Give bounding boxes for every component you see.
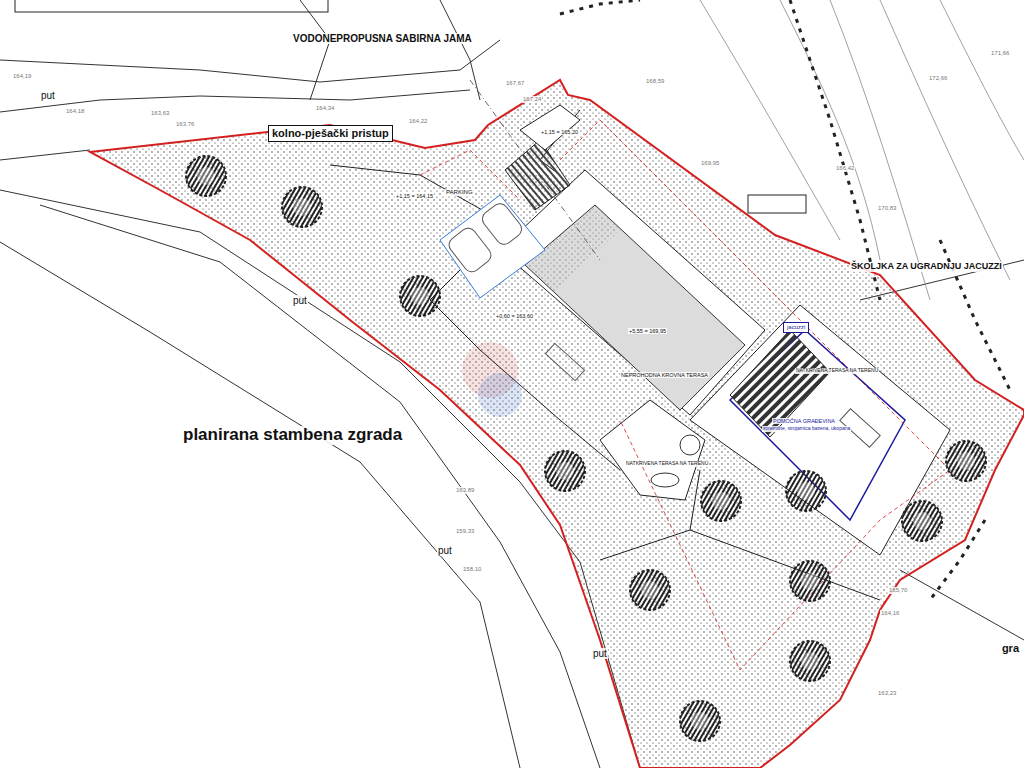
jacuzzi-box: jacuzzi xyxy=(783,322,809,333)
elevation-label: 167,67 xyxy=(505,80,525,87)
access-label-box: kolno-pješački pristup xyxy=(268,125,393,142)
elevation-label: 164,22 xyxy=(408,118,428,125)
elevation-label: 172,66 xyxy=(928,75,948,82)
elevation-label: 169,95 xyxy=(700,160,720,167)
elevation-label: 170,83 xyxy=(877,205,897,212)
plan-label: planirana stambena zgrada xyxy=(182,426,403,445)
elevation-label: 164,34 xyxy=(315,105,335,112)
elevation-label: 166,42 xyxy=(835,165,855,172)
plan-label: POMOĆNA GRAĐEVINA xyxy=(772,418,836,424)
plan-label: gra xyxy=(1001,642,1020,654)
plan-label: put xyxy=(292,295,308,306)
plan-label: +0,60 = 163,60 xyxy=(495,313,534,319)
elevation-label: 171,66 xyxy=(990,50,1010,57)
elevation-label: 164,19 xyxy=(12,73,32,80)
elevation-label: 159,33 xyxy=(455,528,475,535)
elevation-label: 167,24 xyxy=(522,96,542,103)
elevation-label: 164,18 xyxy=(65,108,85,115)
plan-label: +5,55 = 169,95 xyxy=(628,328,667,334)
box-text: jacuzzi xyxy=(787,324,805,331)
elevation-label: 163,23 xyxy=(877,690,897,697)
elevation-label: 163,76 xyxy=(175,121,195,128)
plan-label: ŠKOLJKA ZA UGRADNJU JACUZZI xyxy=(850,262,1003,272)
plan-label: put xyxy=(592,648,608,659)
plan-label: NEPROHODNA KROVNA TERASA xyxy=(620,372,709,378)
elevation-label: 168,59 xyxy=(645,78,665,85)
plan-label: PARKING xyxy=(445,189,474,196)
plan-label: +1,15 = 164,15 xyxy=(395,193,434,199)
box-text: kolno-pješački pristup xyxy=(272,127,389,140)
elevation-label: 163,63 xyxy=(150,110,170,117)
elevation-label: 163,89 xyxy=(455,487,475,494)
elevation-label: 158,10 xyxy=(462,566,482,573)
elevation-label: 165,70 xyxy=(888,587,908,594)
plan-label: put xyxy=(437,545,453,556)
plan-label: put xyxy=(40,90,56,101)
plan-label: spremište, strojarnica bazena, ukopana xyxy=(762,426,851,432)
plan-label: VODONEPROPUSNA SABIRNA JAMA xyxy=(292,33,473,44)
elevation-label: 164,16 xyxy=(880,610,900,617)
plan-label: NATKRIVENA TERASA NA TERENU xyxy=(625,461,709,467)
plan-label: +1,15 = 165,20 xyxy=(540,129,579,135)
plan-label: NATKRIVENA TERASA NA TERENU xyxy=(795,368,879,374)
